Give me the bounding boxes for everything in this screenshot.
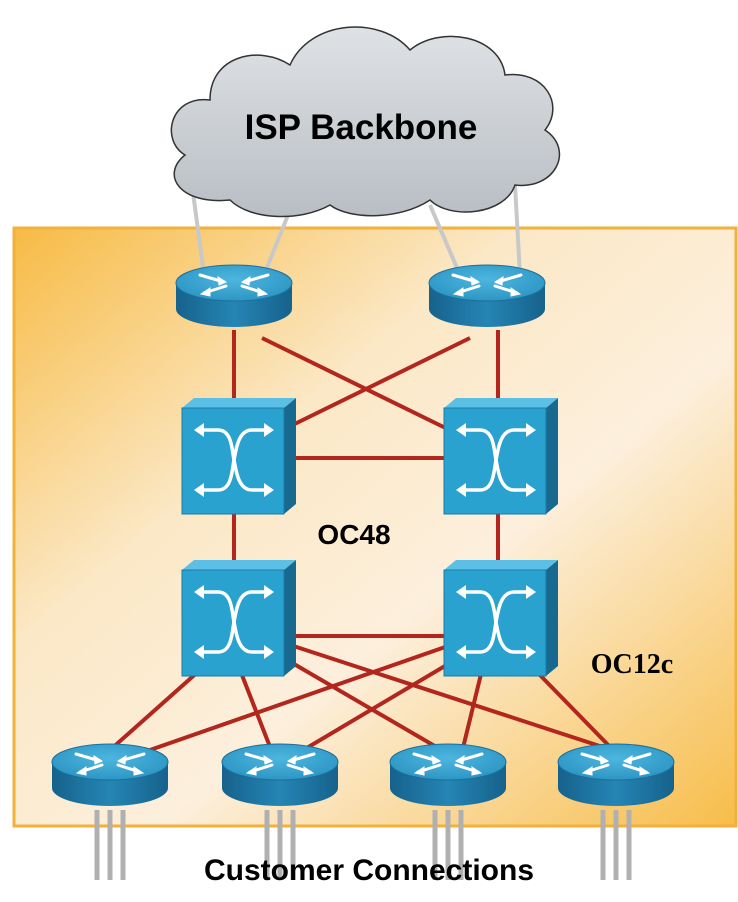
core-link-label: OC48 bbox=[317, 519, 390, 550]
atm-switch-icon bbox=[442, 558, 560, 678]
backbone-label: ISP Backbone bbox=[245, 108, 478, 147]
customer-drop-lines bbox=[94, 810, 632, 880]
cloud-icon bbox=[170, 26, 561, 218]
router-icon bbox=[388, 742, 508, 808]
router-icon bbox=[427, 263, 547, 329]
atm-switch-icon bbox=[180, 558, 298, 678]
customers-label: Customer Connections bbox=[204, 854, 534, 887]
router-icon bbox=[556, 742, 676, 808]
link-router-cross bbox=[261, 336, 471, 442]
router-icon bbox=[50, 742, 170, 808]
atm-switch-icon bbox=[180, 396, 298, 516]
access-link-label: OC12c bbox=[591, 649, 673, 680]
atm-switch-icon bbox=[442, 396, 560, 516]
router-icon bbox=[220, 742, 340, 808]
network-links bbox=[108, 330, 619, 754]
router-icon bbox=[174, 263, 294, 329]
